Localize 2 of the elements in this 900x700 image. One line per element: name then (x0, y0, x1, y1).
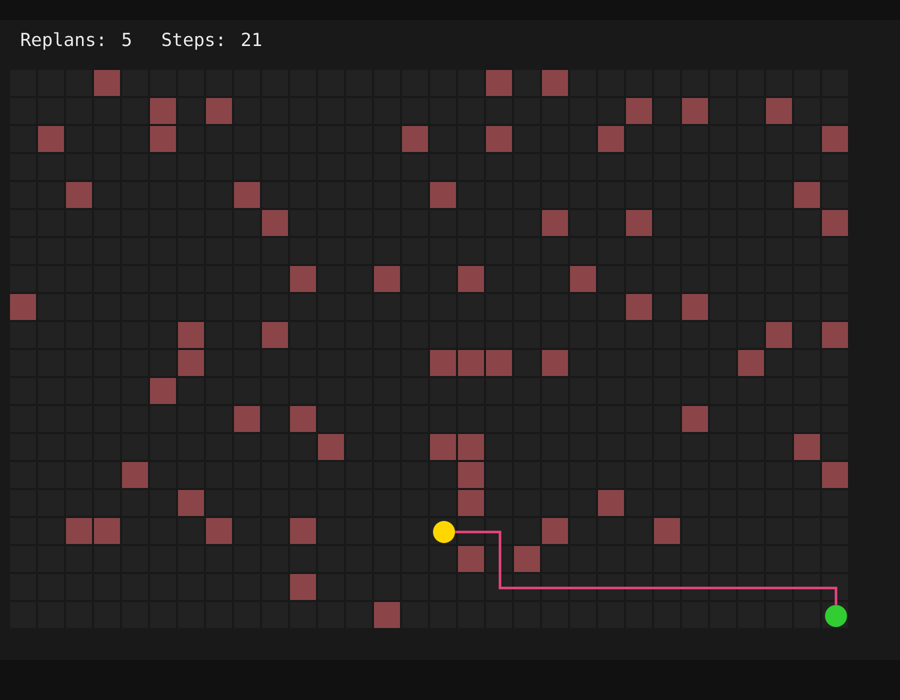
status-text: Steps: 21 (162, 32, 262, 50)
status-text: Replans: 5 (21, 32, 131, 50)
